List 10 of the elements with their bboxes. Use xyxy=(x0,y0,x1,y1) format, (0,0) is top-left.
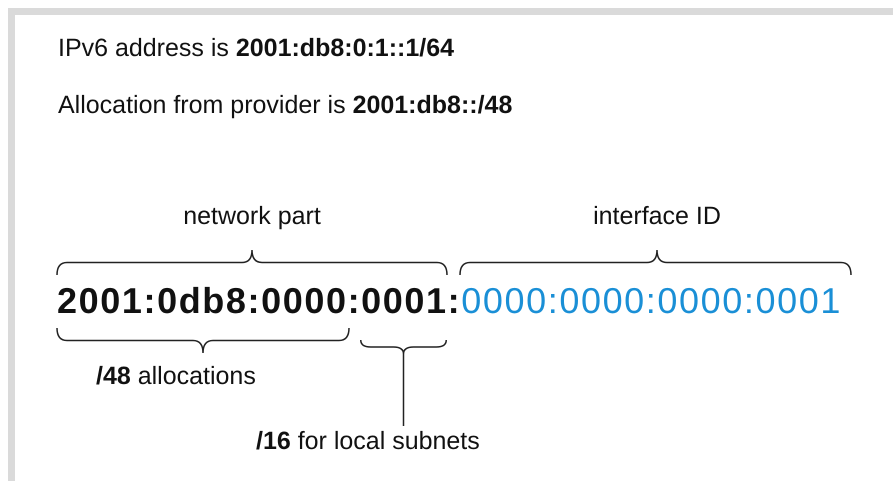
interface-id-text: 0000:0000:0000:0001 xyxy=(461,280,842,322)
label-text: IPv6 address is 2001:db8:0:1::1/64 xyxy=(58,33,454,63)
label-text: network part xyxy=(183,201,321,231)
network-part-text: 2001:0db8:0000:0001: xyxy=(57,280,462,322)
label-text: interface ID xyxy=(593,201,721,231)
callout-text: /16 for local subnets xyxy=(256,426,480,456)
leader-line xyxy=(402,354,404,426)
label-text: Allocation from provider is 2001:db8::/48 xyxy=(58,90,512,120)
curly-brace xyxy=(360,340,447,355)
label-text: /48 allocations xyxy=(96,361,256,391)
